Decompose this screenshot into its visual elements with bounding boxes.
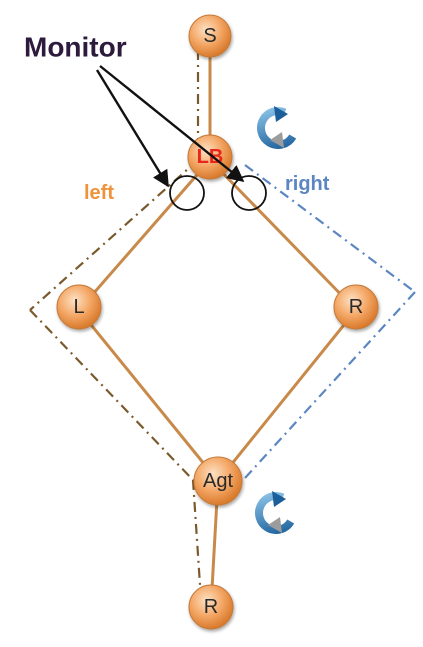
node-source[interactable]: S — [188, 14, 232, 58]
node-receiver-label: R — [204, 596, 218, 618]
monitor-arrows — [95, 65, 245, 188]
link-r-agt — [216, 309, 358, 482]
right-path-label: right — [285, 173, 330, 195]
node-right[interactable]: R — [333, 284, 379, 330]
monitor-callout: Monitor — [24, 32, 127, 63]
link-lb-l — [77, 159, 212, 311]
right-path-outline — [244, 164, 416, 479]
arrow-icon — [95, 69, 170, 188]
node-left[interactable]: L — [56, 284, 102, 330]
monitor-ring-icon — [169, 175, 205, 211]
link-l-agt — [77, 309, 220, 482]
left-path-label: left — [84, 182, 114, 204]
node-receiver[interactable]: R — [188, 584, 234, 630]
node-agt-label: Agt — [203, 470, 233, 492]
node-left-label: L — [73, 296, 84, 318]
node-source-label: S — [203, 25, 216, 47]
arrow-icon — [99, 65, 245, 183]
node-right-label: R — [349, 296, 363, 318]
node-agt[interactable]: Agt — [193, 456, 243, 506]
monitor-ring-icon — [231, 175, 267, 211]
node-lb-label: LB — [197, 146, 224, 168]
